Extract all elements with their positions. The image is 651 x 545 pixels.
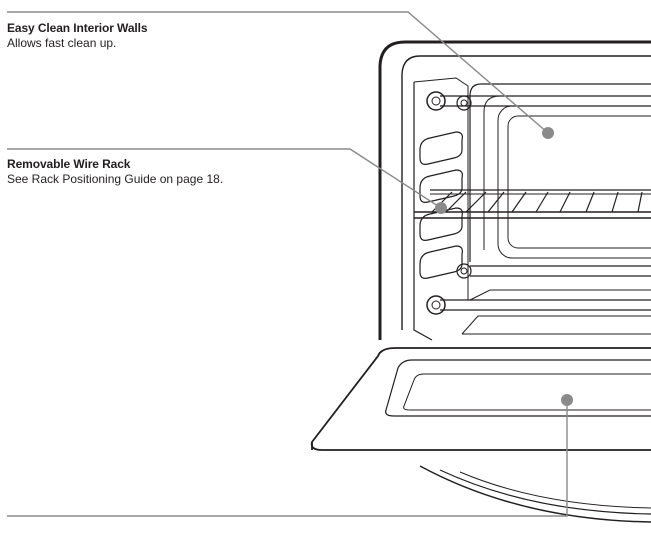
callout-title: Removable Wire Rack	[7, 157, 131, 171]
callout-leader-interior-walls	[7, 11, 554, 139]
wire-rack	[414, 189, 651, 219]
callout-description: Allows fast clean up.	[7, 36, 117, 50]
callout-wire-rack: Removable Wire Rack See Rack Positioning…	[7, 157, 223, 187]
callout-description: See Rack Positioning Guide on page 18.	[7, 172, 224, 186]
upper-heating-element	[426, 91, 651, 111]
oven-body	[378, 40, 651, 341]
marker-dot-door	[561, 394, 573, 406]
callout-leader-wire-rack	[7, 148, 447, 214]
callout-interior-walls: Easy Clean Interior Walls Allows fast cl…	[7, 21, 148, 51]
back-wall-panel	[497, 105, 651, 259]
lower-heating-element	[426, 263, 651, 315]
crumb-tray	[461, 289, 651, 335]
callout-leader-door	[7, 394, 573, 517]
oven-door	[310, 347, 651, 523]
marker-dot-interior-walls	[542, 127, 554, 139]
callout-title: Easy Clean Interior Walls	[7, 21, 148, 35]
marker-dot-wire-rack	[435, 202, 447, 214]
